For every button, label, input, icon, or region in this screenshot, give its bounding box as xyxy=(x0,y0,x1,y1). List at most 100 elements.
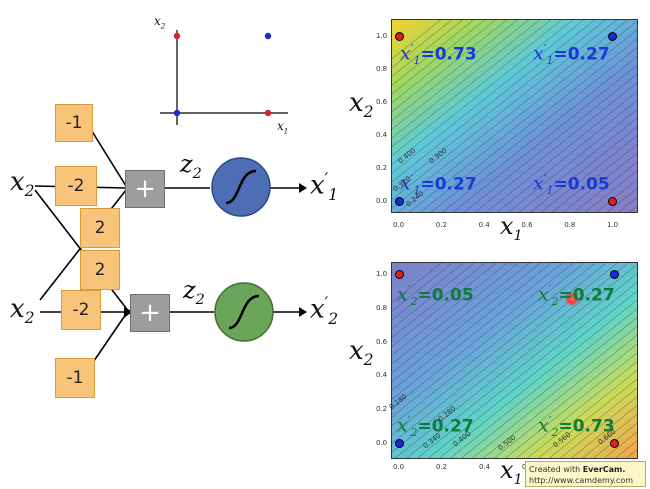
contour-line xyxy=(392,20,452,68)
y-tick-label: 0.4 xyxy=(376,131,388,139)
contour-line xyxy=(527,370,637,458)
top-input-weight: -2 xyxy=(55,166,97,206)
mini-ylabel: x2 xyxy=(154,14,166,31)
top-sigmoid-unit xyxy=(211,157,271,217)
y-tick-label: 0.4 xyxy=(376,371,388,380)
contour-line xyxy=(494,343,637,458)
bottom-heatmap-surface xyxy=(392,263,637,458)
contour-line xyxy=(398,20,637,212)
top-plot-label-bottom-right: x′1=0.05 xyxy=(533,172,610,198)
bottom-plot-xlabel: x1 xyxy=(500,456,523,488)
bottom-plot-point-1-1 xyxy=(610,270,619,279)
bottom-plot-label-top-right: x′2=0.27 xyxy=(538,283,615,309)
bottom-z-label: z2 xyxy=(183,276,205,308)
contour-line xyxy=(392,263,486,338)
x-tick-label: 0.0 xyxy=(393,221,405,229)
top-plot-label-top-left: x′1=0.73 xyxy=(400,42,477,68)
contour-line xyxy=(392,263,530,374)
contour-line xyxy=(392,20,573,165)
contour-line xyxy=(392,20,463,77)
bottom-input-label: x2 xyxy=(10,294,35,328)
bottom-plot-label-top-left: x′2=0.05 xyxy=(397,283,474,309)
bottom-plot-point-1-0 xyxy=(610,439,619,448)
contour-line xyxy=(409,29,637,212)
contour-line xyxy=(392,263,563,400)
bottom-sum-node: + xyxy=(130,294,170,332)
top-plot-point-0-1 xyxy=(395,32,404,41)
contour-line xyxy=(464,73,637,212)
contour-line xyxy=(431,47,637,212)
top-z-label: z2 xyxy=(180,150,202,182)
contour-line xyxy=(519,117,637,212)
top-bias-weight: -1 xyxy=(55,104,93,142)
top-heatmap-panel xyxy=(391,19,638,213)
mini-xlabel: x1 xyxy=(277,119,289,136)
y-tick-label: 0.8 xyxy=(376,65,388,73)
bottom-plot-ylabel: x2 xyxy=(349,336,374,370)
contour-line xyxy=(406,273,637,458)
bottom-cross-weight: 2 xyxy=(80,250,120,290)
y-tick-label: 0.6 xyxy=(376,98,388,106)
contour-line xyxy=(486,91,637,212)
contour-line xyxy=(442,56,637,212)
contour-line xyxy=(420,38,637,212)
top-plot-label-bottom-left: x′1=0.27 xyxy=(400,172,477,198)
contour-line xyxy=(392,263,552,391)
top-plot-xlabel: x1 xyxy=(500,212,523,244)
bottom-plot-point-0-0 xyxy=(395,439,404,448)
x-tick-label: 0.4 xyxy=(478,221,490,229)
contour-line xyxy=(392,20,507,112)
top-plot-point-1-0 xyxy=(608,197,617,206)
y-tick-label: 0.6 xyxy=(376,337,388,346)
bottom-sigmoid-unit xyxy=(214,282,274,342)
y-tick-label: 0.2 xyxy=(376,164,388,172)
bottom-output-arrowhead xyxy=(299,307,307,317)
contour-line xyxy=(392,20,540,139)
top-plot-point-0-0 xyxy=(395,197,404,206)
contour-line xyxy=(461,317,637,458)
bottom-plot-label-bottom-left: x′2=0.27 xyxy=(397,414,474,440)
contour-line xyxy=(549,387,637,458)
y-tick-label: 0.8 xyxy=(376,303,388,312)
contour-line xyxy=(392,20,485,95)
contour-line xyxy=(530,126,637,212)
contour-line xyxy=(541,135,637,212)
contour-line xyxy=(505,352,637,458)
mini-point-1-0 xyxy=(264,109,272,117)
contour-line xyxy=(574,161,637,212)
bottom-input-weight: -2 xyxy=(61,290,101,330)
contour-line xyxy=(453,64,637,212)
contour-line xyxy=(497,100,637,212)
contour-line xyxy=(475,82,637,212)
contour-line xyxy=(392,20,474,86)
top-output-arrowhead xyxy=(299,183,307,193)
contour-line xyxy=(392,20,562,156)
bottom-plot-point-0-1 xyxy=(395,270,404,279)
contour-line xyxy=(392,263,541,382)
bottom-bias-weight: -1 xyxy=(55,358,95,398)
contour-line xyxy=(392,20,617,200)
contour-line xyxy=(428,290,637,458)
contour-line xyxy=(585,170,637,212)
y-tick-label: 0.0 xyxy=(376,197,388,205)
y-tick-label: 1.0 xyxy=(376,32,388,40)
top-output-label: x′1 xyxy=(310,170,339,204)
evercam-watermark: Created with EverCam. http://www.camdemy… xyxy=(525,461,646,487)
contour-line xyxy=(508,108,637,212)
contour-line xyxy=(392,263,497,347)
network-connections xyxy=(34,30,307,375)
contour-line xyxy=(392,20,496,104)
contour-line xyxy=(472,326,637,458)
bottom-sigmoid-curve xyxy=(228,294,260,330)
bottom-heatmap-panel xyxy=(391,262,638,459)
contour-line xyxy=(392,263,629,453)
bottom-sum-arrowhead xyxy=(124,306,132,318)
top-plot-point-1-1 xyxy=(608,32,617,41)
contour-line xyxy=(392,20,628,209)
contour-line xyxy=(392,263,574,409)
contour-line xyxy=(516,361,637,458)
x-tick-label: 0.6 xyxy=(521,221,533,229)
contour-line xyxy=(571,405,637,458)
top-input-label: x2 xyxy=(10,167,35,201)
x-tick-label: 0.2 xyxy=(436,463,448,471)
